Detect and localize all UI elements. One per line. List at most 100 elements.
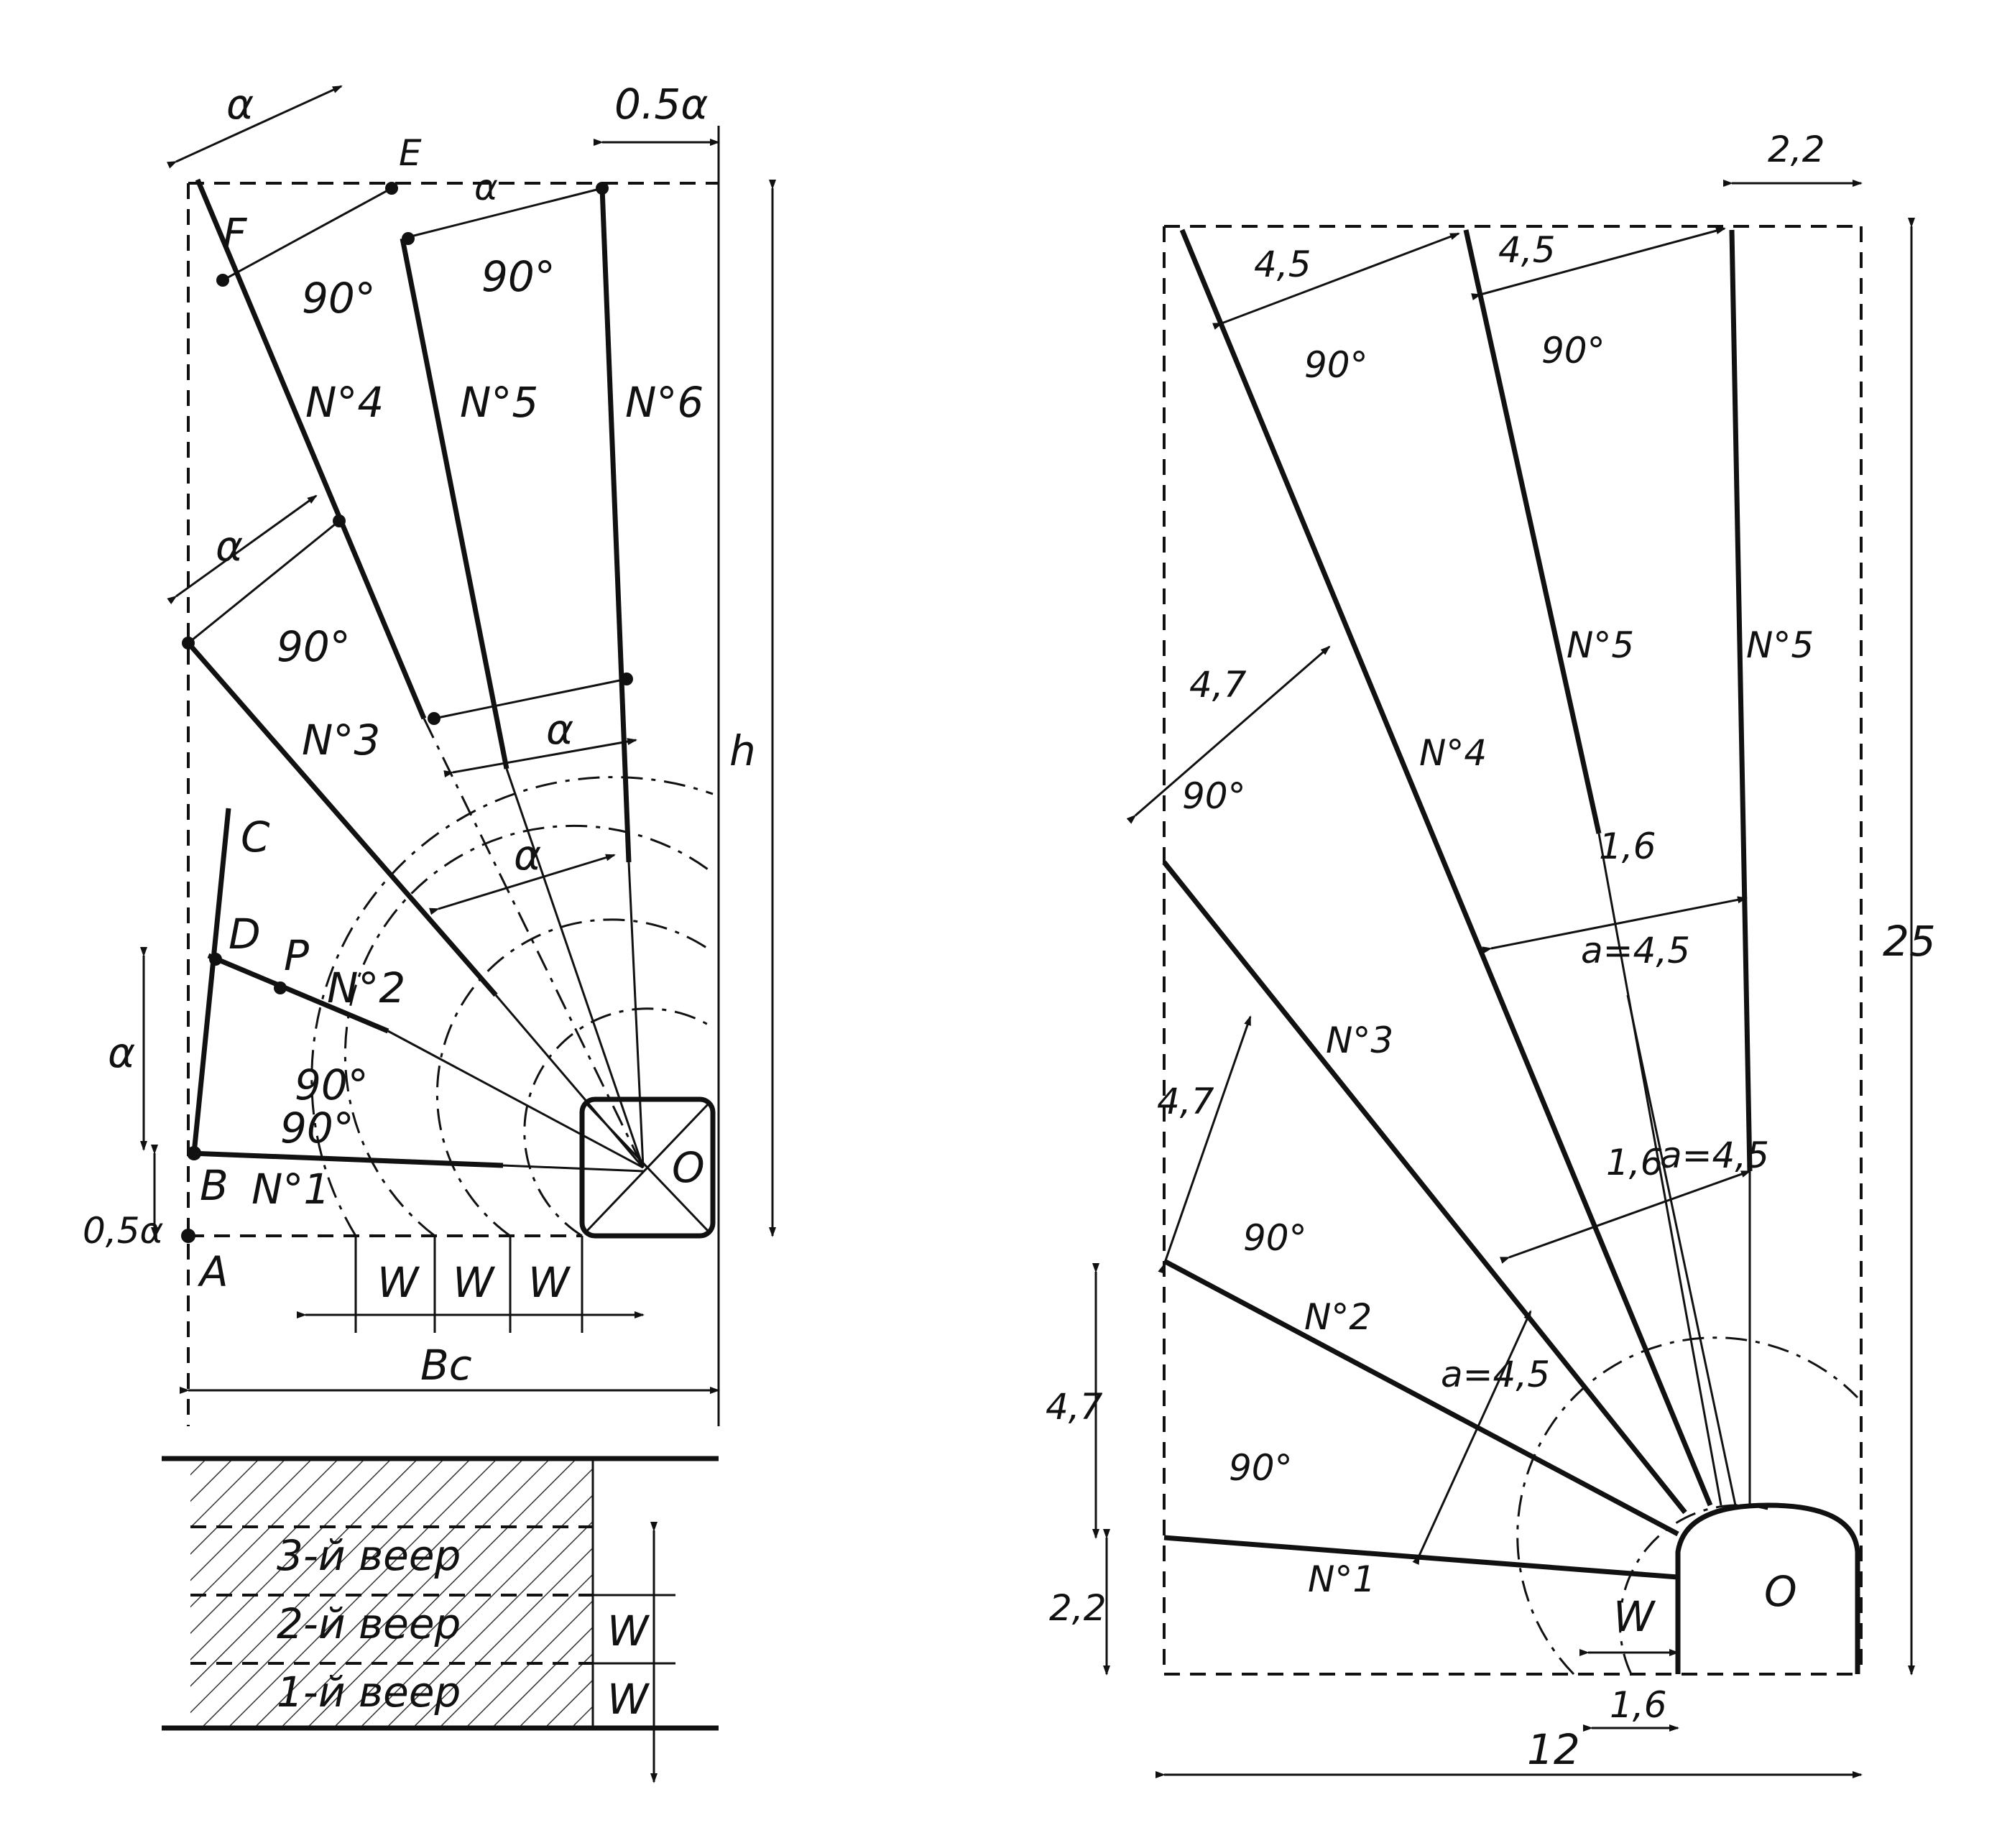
right-label-o: O [1764,1567,1797,1616]
dim-a-56 [443,738,637,778]
right-label-row-2: N°2 [1304,1296,1372,1338]
right-label-angle-5: 90° [1541,330,1605,371]
point-d [209,953,222,966]
chamber-diag-2 [584,1101,711,1234]
label-dim-a-mid: α [216,522,243,570]
label-dim-a-left: α [108,1028,135,1077]
section-hatched [190,1459,593,1728]
right-label-a45-bot: a=4,5 [1441,1354,1550,1395]
right-label-angle-4: 90° [1304,344,1368,386]
right-label-row-1: N°1 [1308,1558,1375,1600]
hole-1 [190,1150,504,1168]
hole-2 [207,953,389,1034]
label-fan-2: 2-й веер [277,1599,461,1648]
hole-4 [195,178,427,720]
label-b: B [200,1161,229,1210]
label-dim-half-a: 0,5α [83,1210,164,1252]
label-dim-a-top: α [226,80,254,129]
right-label-a45-mid: a=4,5 [1660,1135,1769,1176]
label-angle-e: 90° [481,252,555,301]
label-dim-e-a: α [474,167,498,208]
right-label-row-3: N°3 [1326,1020,1393,1061]
point-b [187,1146,201,1160]
right-diagram: N°1 N°2 N°3 N°4 N°5 N°5 2,2 4,5 4,5 25 4… [1046,129,1936,1778]
right-label-row-5b: N°5 [1746,624,1814,666]
label-angle-f: 90° [302,274,376,323]
label-angle-b: 90° [280,1104,354,1152]
label-dim-bc: Bc [420,1341,472,1390]
right-dim-47top [1126,645,1331,824]
right-label-s45a: 4,5 [1254,244,1311,285]
hole-6-ext [627,861,645,1168]
right-label-g16b: 1,6 [1606,1142,1664,1183]
right-label-47mid: 4,7 [1157,1081,1214,1122]
line-bc [191,808,231,1154]
label-dim-a-arc: α [514,831,541,879]
dim-a-arc [429,854,616,915]
hole-3-ext [494,994,645,1168]
dim-a-top [167,85,343,169]
arc-w1 [523,1007,714,1237]
label-row-6: N°6 [625,378,704,427]
link-5-6 [433,678,627,720]
label-d: D [229,910,261,958]
label-row-2: N°2 [327,964,405,1012]
right-hole-2 [1163,1258,1679,1537]
point-p [274,981,287,994]
label-a: A [197,1247,229,1296]
hole-5-ext [505,768,645,1168]
link-fe [222,187,392,282]
label-angle-p: 90° [295,1061,369,1109]
point-e [385,182,398,195]
hole-4-ext [423,718,645,1168]
right-dim-a45-mid [1500,1170,1751,1264]
label-p: P [284,931,309,980]
right-hole-5a [1463,229,1602,834]
hole-5 [400,238,509,770]
right-label-47top: 4,7 [1189,664,1247,706]
label-w-3: W [528,1258,571,1307]
right-chamber-o [1675,1502,1860,1674]
hole-6 [599,188,632,863]
label-w-1: W [377,1258,420,1307]
point-34 [333,514,346,527]
right-dim-s45a [1212,232,1460,330]
label-f: F [223,209,248,258]
label-c: C [241,813,270,861]
label-row-3: N°3 [302,716,380,764]
label-dim-top-half-a: 0.5α [614,80,708,129]
right-label-row-5a: N°5 [1567,624,1634,666]
right-arc-1 [1516,1336,1859,1676]
right-dim-s45b [1471,227,1726,300]
point-f [216,274,229,287]
label-row-1: N°1 [252,1165,330,1214]
label-angle-3: 90° [277,622,351,671]
point-6top [596,182,609,195]
label-o: O [672,1143,705,1192]
label-dim-a-56: α [546,705,573,754]
point-e2 [402,232,415,245]
right-label-47left: 4,7 [1046,1386,1103,1428]
label-fan-1: 1-й веер [277,1668,461,1717]
right-label-angle-3: 90° [1182,775,1246,817]
right-hole-4 [1179,228,1713,1507]
chamber-o [579,1096,716,1239]
right-label-angle-2: 90° [1243,1217,1307,1259]
label-w-2: W [453,1258,496,1307]
label-e: E [399,132,422,174]
link-e6 [407,187,603,239]
right-arc-2 [1618,1504,1768,1675]
left-diagram: F E C D P B A O N°1 N°2 N°3 N°4 N°5 N°6 … [83,80,776,1783]
right-label-side22: 2,2 [1049,1587,1107,1629]
right-dim-47mid [1158,1015,1252,1274]
point-6 [620,673,633,685]
right-label-g16a: 1,6 [1599,826,1656,867]
arc-w3 [343,824,714,1237]
right-hole-1 [1163,1535,1679,1580]
label-section-w1: W [607,1607,650,1655]
right-label-top22: 2,2 [1768,129,1825,170]
right-label-12: 12 [1527,1725,1580,1774]
right-label-w: W [1613,1592,1656,1641]
arc-w4 [310,776,714,1237]
